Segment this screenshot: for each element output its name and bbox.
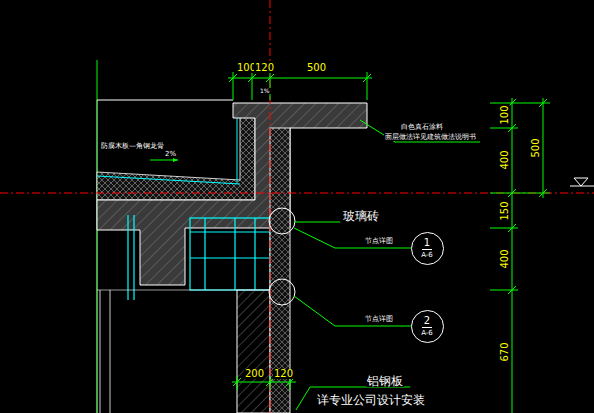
dimension-text: 500 [306,63,327,73]
callout-number: 2 [422,315,432,328]
dimension-text: 500 [531,137,541,158]
callout-circle: 2A-6 [411,310,444,343]
slope-mark: 2% [164,151,177,158]
dimension-text: 150 [500,200,510,221]
material-note: 面层做法详见建筑做法说明书 [384,134,477,141]
sheet-reference: A-6 [419,251,435,260]
material-note: 白色真石涂料 [400,124,444,131]
dimension-text: 400 [500,149,510,170]
dimension-text: 400 [500,248,510,269]
dimension-text: 120 [254,63,275,73]
material-note: 防腐木板—角钢龙骨 [100,143,165,150]
dimension-text: 100 [500,104,510,125]
material-note: 详专业公司设计安装 [316,394,426,406]
leader-text: 节点详图 [364,238,394,245]
slope-mark: 1% [259,88,271,94]
dimension-text: 120 [273,369,294,379]
callout-number: 1 [422,237,432,250]
sheet-reference: A-6 [419,329,435,338]
material-note: 玻璃砖 [342,210,380,222]
dimension-text: 670 [500,341,510,362]
leader-text: 节点详图 [364,316,394,323]
callout-circle: 1A-6 [411,232,444,265]
dimension-text: 200 [244,369,265,379]
material-note: 铝钢板 [366,375,404,387]
